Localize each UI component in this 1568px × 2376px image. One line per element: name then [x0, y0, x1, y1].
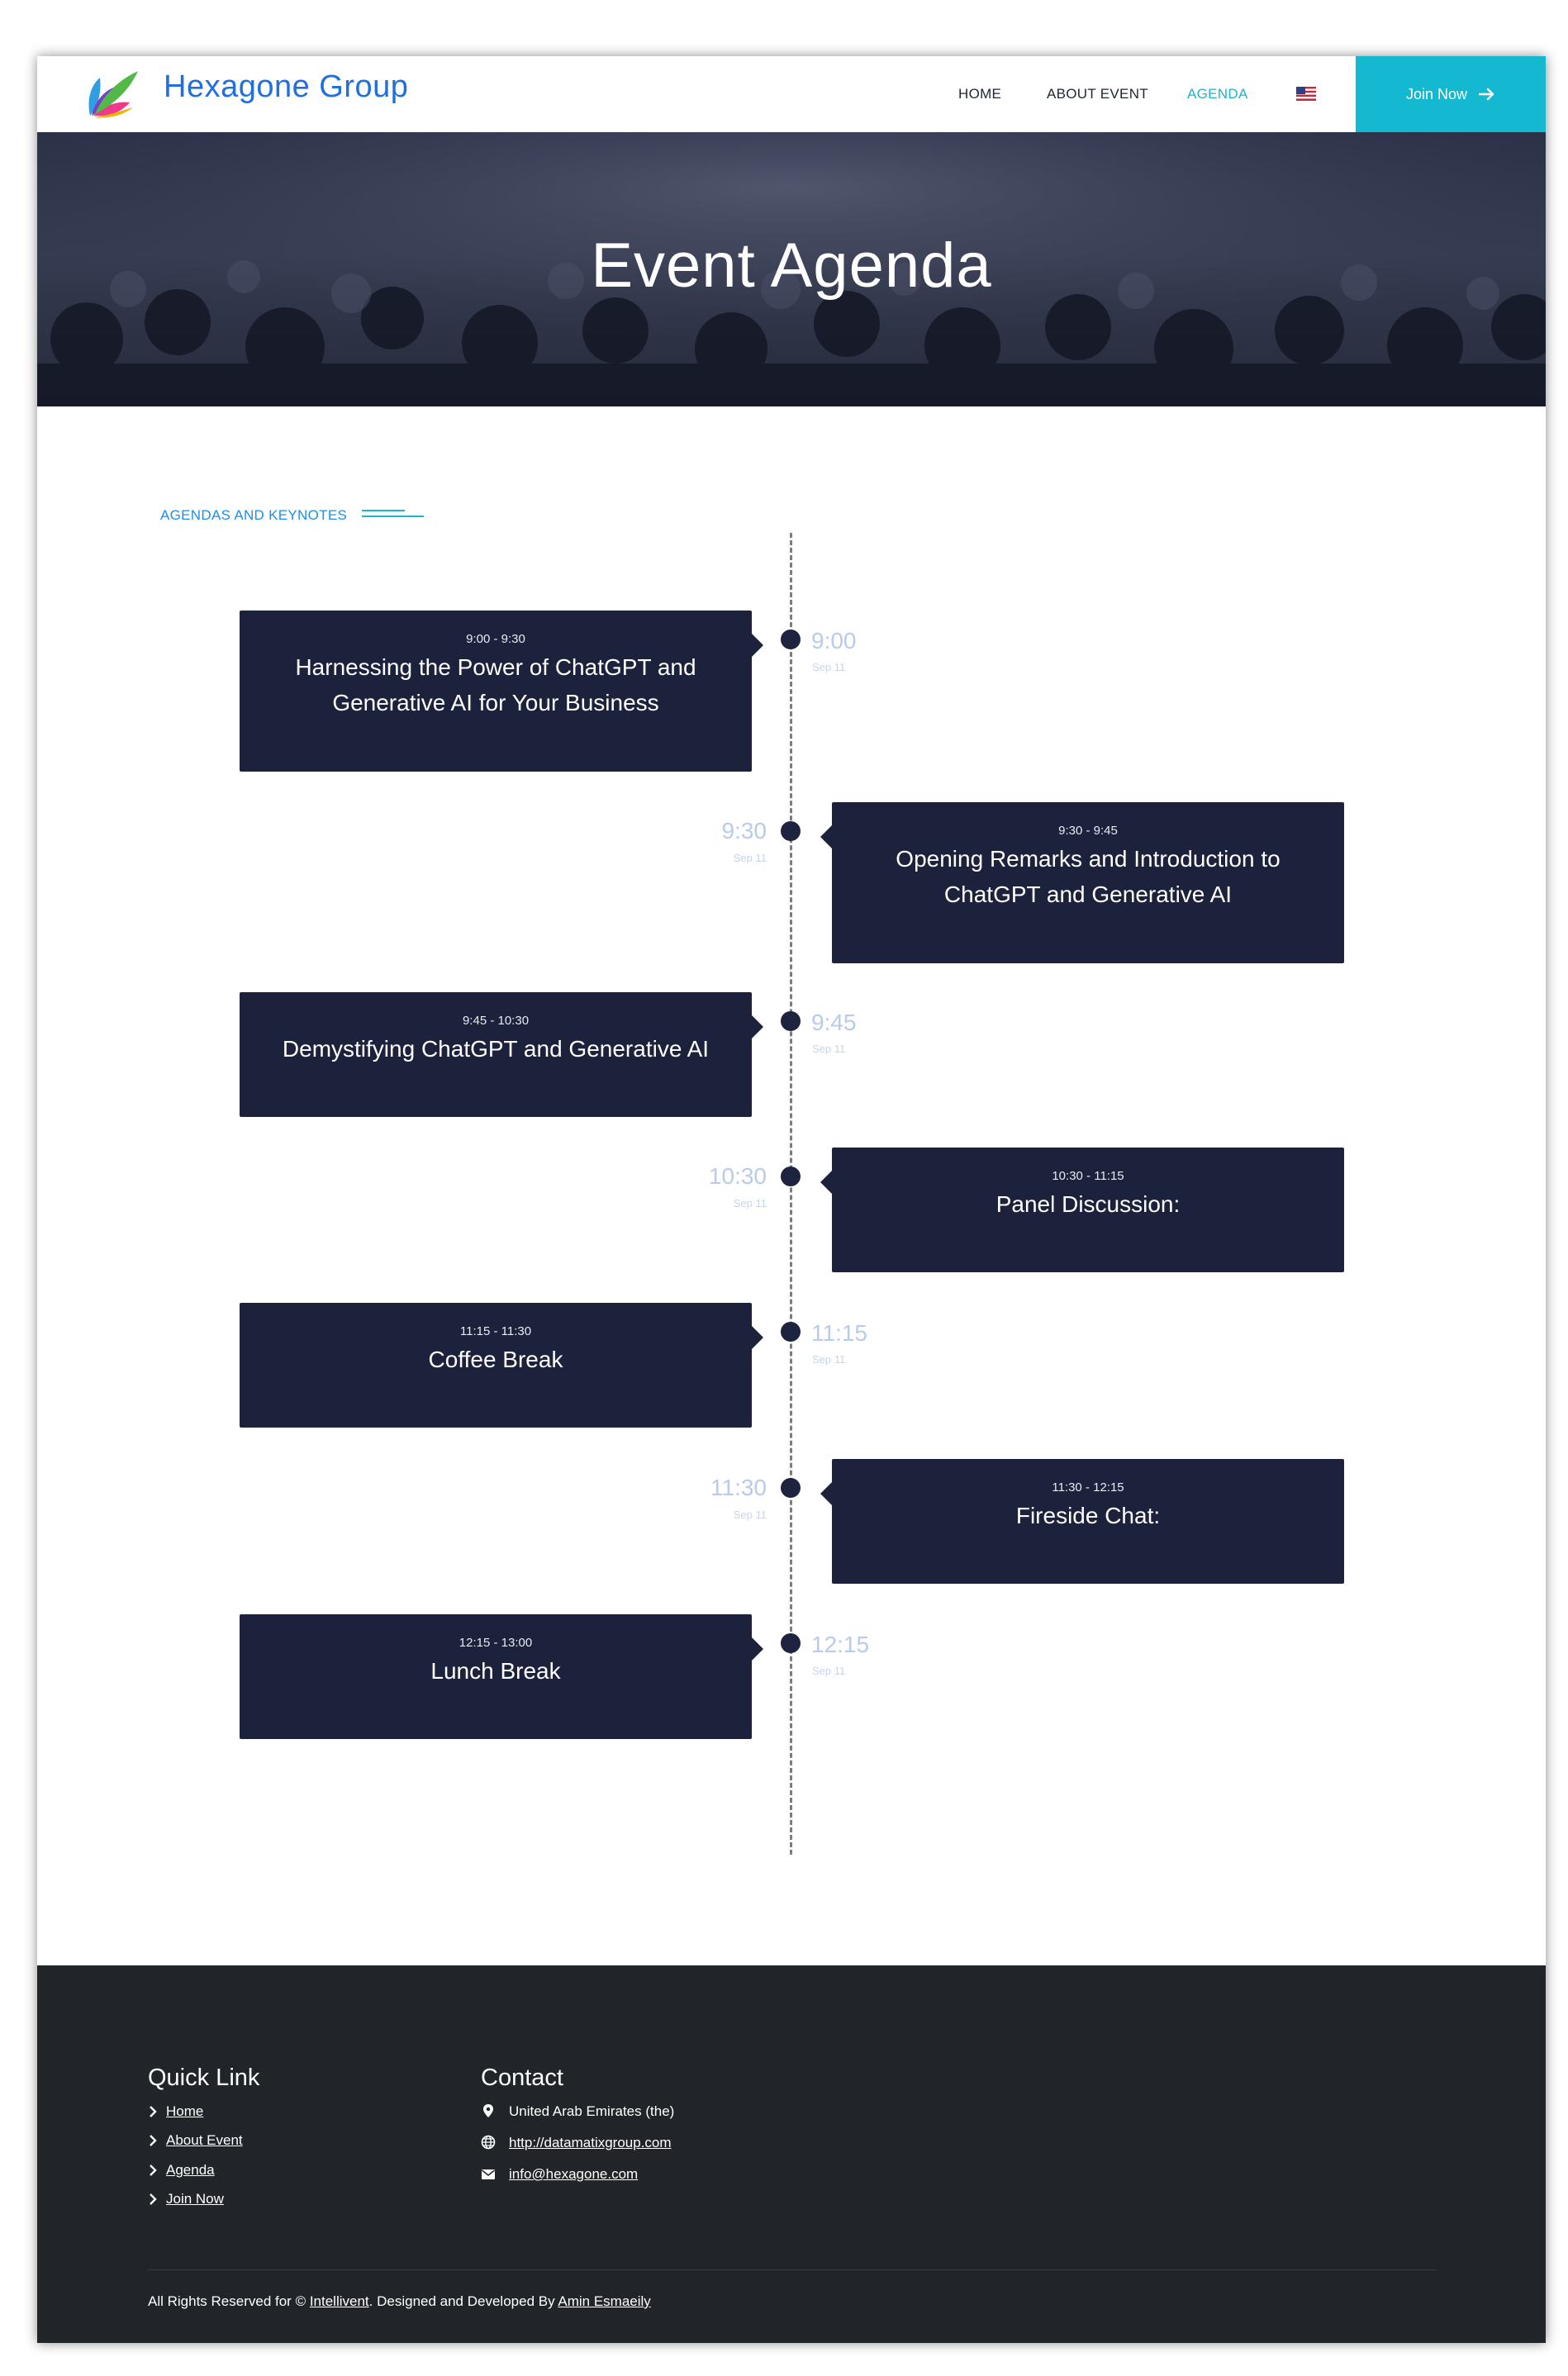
- copyright-text: All Rights Reserved for © Intellivent. D…: [148, 2293, 651, 2310]
- timeline-time: 9:00: [811, 628, 857, 653]
- chevron-right-icon: [150, 2165, 157, 2176]
- agenda-title: Demystifying ChatGPT and Generative AI: [282, 1036, 710, 1062]
- timeline-dot: [781, 1633, 801, 1653]
- agenda-card[interactable]: 9:00 - 9:30 Harnessing the Power of Chat…: [240, 611, 763, 772]
- agenda-time-range: 9:45 - 10:30: [462, 1014, 530, 1028]
- timeline-time: 10:30: [708, 1163, 767, 1189]
- location-pin-icon: [483, 2104, 493, 2117]
- hero-banner: Event Agenda: [37, 132, 1546, 406]
- envelope-icon: [482, 2169, 495, 2179]
- join-now-button[interactable]: Join Now: [1356, 56, 1546, 132]
- copyright-author-link[interactable]: Amin Esmaeily: [558, 2293, 651, 2309]
- timeline-dot: [781, 630, 801, 649]
- agenda-time-range: 11:30 - 12:15: [1052, 1480, 1124, 1495]
- agenda-time-range: 11:15 - 11:30: [459, 1324, 532, 1338]
- agenda-card[interactable]: 9:45 - 10:30 Demystifying ChatGPT and Ge…: [240, 992, 763, 1117]
- agenda-card[interactable]: 12:15 - 13:00 Lunch Break: [240, 1614, 763, 1739]
- globe-icon: [481, 2135, 496, 2150]
- timeline-date: Sep 11: [812, 1353, 846, 1366]
- timeline-time: 9:45: [811, 1010, 857, 1035]
- footer-link-about-event[interactable]: About Event: [166, 2132, 243, 2148]
- contact-heading: Contact: [481, 2065, 563, 2091]
- join-now-label: Join Now: [1405, 85, 1468, 102]
- section-label-decoration: [362, 508, 424, 520]
- copyright-middle: . Designed and Developed By: [368, 2293, 555, 2309]
- agenda-title: Panel Discussion:: [995, 1191, 1181, 1217]
- chevron-right-icon: [150, 2135, 157, 2146]
- timeline-date: Sep 11: [812, 1665, 846, 1677]
- page-title: Event Agenda: [591, 230, 992, 301]
- agenda-title: Fireside Chat:: [1015, 1503, 1161, 1528]
- timeline-time: 9:30: [721, 818, 767, 843]
- timeline-dot: [781, 821, 801, 841]
- timeline-dot: [781, 1322, 801, 1342]
- footer-divider: [148, 2269, 1437, 2270]
- agenda-title: Lunch Break: [430, 1658, 561, 1684]
- quick-link-heading: Quick Link: [148, 2065, 260, 2091]
- footer-link-agenda[interactable]: Agenda: [166, 2162, 215, 2178]
- timeline-date: Sep 11: [733, 1509, 767, 1521]
- hexagone-logo-icon[interactable]: [83, 68, 140, 119]
- timeline-dot: [781, 1167, 801, 1186]
- timeline-date: Sep 11: [812, 1043, 846, 1055]
- agenda-title: Harnessing the Power of ChatGPT and Gene…: [295, 654, 696, 715]
- contact-email-link[interactable]: info@hexagone.com: [509, 2166, 639, 2182]
- nav-home[interactable]: HOME: [958, 86, 1002, 102]
- timeline-line: [790, 533, 792, 1855]
- site-header: Hexagone Group HOME ABOUT EVENT AGENDA J…: [37, 56, 1546, 132]
- agenda-card[interactable]: 11:30 - 12:15 Fireside Chat:: [820, 1459, 1344, 1584]
- contact-website-link[interactable]: http://datamatixgroup.com: [509, 2135, 672, 2150]
- timeline-time: 11:30: [710, 1475, 767, 1500]
- chevron-right-icon: [150, 2106, 157, 2117]
- agenda-title: Opening Remarks and Introduction to Chat…: [896, 846, 1281, 907]
- chevron-right-icon: [150, 2193, 157, 2205]
- page: Hexagone Group HOME ABOUT EVENT AGENDA J…: [37, 56, 1546, 2343]
- agenda-time-range: 10:30 - 11:15: [1052, 1169, 1124, 1183]
- agenda-card[interactable]: 10:30 - 11:15 Panel Discussion:: [820, 1148, 1344, 1272]
- timeline-date: Sep 11: [733, 852, 767, 864]
- timeline-time: 11:15: [811, 1320, 867, 1346]
- brand-name[interactable]: Hexagone Group: [164, 69, 409, 104]
- nav-about-event[interactable]: ABOUT EVENT: [1047, 86, 1148, 102]
- us-flag-icon[interactable]: [1296, 87, 1316, 101]
- footer-link-home[interactable]: Home: [166, 2103, 204, 2119]
- crowd-background-image: [37, 132, 1546, 406]
- agenda-card[interactable]: 11:15 - 11:30 Coffee Break: [240, 1303, 763, 1428]
- timeline-time: 12:15: [811, 1632, 870, 1657]
- timeline-dot: [781, 1478, 801, 1498]
- timeline-date: Sep 11: [812, 661, 846, 673]
- timeline-date: Sep 11: [733, 1197, 767, 1209]
- footer-link-join-now[interactable]: Join Now: [166, 2191, 224, 2207]
- agenda-title: Coffee Break: [428, 1347, 563, 1372]
- agenda-time-range: 9:00 - 9:30: [466, 632, 525, 646]
- contact-address: United Arab Emirates (the): [509, 2103, 675, 2119]
- agenda-card[interactable]: 9:30 - 9:45 Opening Remarks and Introduc…: [820, 802, 1344, 963]
- site-footer: Quick Link Home About Event Agenda Join …: [37, 1965, 1546, 2343]
- arrow-right-icon: [1479, 88, 1494, 101]
- copyright-company-link[interactable]: Intellivent: [309, 2293, 369, 2309]
- section-label: AGENDAS AND KEYNOTES: [160, 507, 348, 523]
- nav-agenda[interactable]: AGENDA: [1187, 86, 1248, 102]
- timeline-dot: [781, 1011, 801, 1031]
- agenda-time-range: 12:15 - 13:00: [459, 1636, 533, 1650]
- copyright-prefix: All Rights Reserved for ©: [148, 2293, 306, 2309]
- agenda-time-range: 9:30 - 9:45: [1058, 824, 1118, 838]
